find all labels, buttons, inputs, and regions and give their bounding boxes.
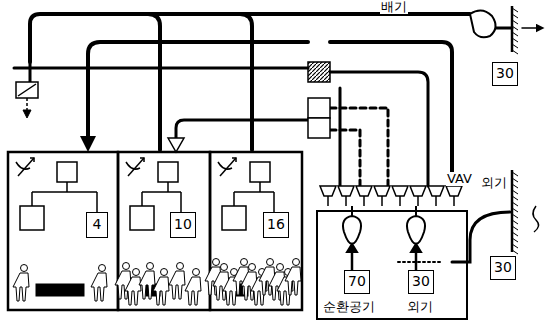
value-box: 30 (492, 62, 518, 86)
value-number: 4 (93, 217, 102, 232)
value-box: 10 (170, 212, 196, 238)
unit-label: 순환공기 (322, 300, 376, 314)
unit-label: 외기 (406, 300, 434, 314)
value-number: 30 (412, 274, 430, 289)
value-box: 30 (408, 270, 434, 294)
value-box: 16 (263, 212, 289, 238)
value-number: 30 (494, 260, 512, 275)
occupants (13, 259, 301, 306)
inflow-arrow (533, 206, 539, 232)
louvre-blades (512, 8, 518, 254)
value-number: 10 (174, 217, 192, 232)
louvre-grille (512, 6, 513, 252)
annotation-label: VAV (446, 172, 473, 186)
duct-network (14, 14, 540, 262)
annotation-label: 외기 (480, 176, 508, 190)
annotation-label: 배기 (380, 0, 408, 14)
value-box: 30 (490, 256, 516, 280)
supply-fans (343, 206, 425, 270)
value-number: 30 (496, 66, 514, 81)
value-box: 4 (86, 212, 108, 238)
value-number: 70 (348, 274, 366, 289)
air-handling-unit: 순환공기 외기 70 30 (316, 210, 468, 320)
filter-mixing-boxes (308, 62, 330, 138)
exhaust-fan (470, 10, 496, 37)
vav-terminals (320, 186, 462, 206)
value-number: 16 (267, 217, 285, 232)
rooms (8, 152, 302, 310)
room-controls (16, 158, 274, 230)
relief-damper (16, 82, 38, 118)
value-box: 70 (344, 270, 370, 294)
